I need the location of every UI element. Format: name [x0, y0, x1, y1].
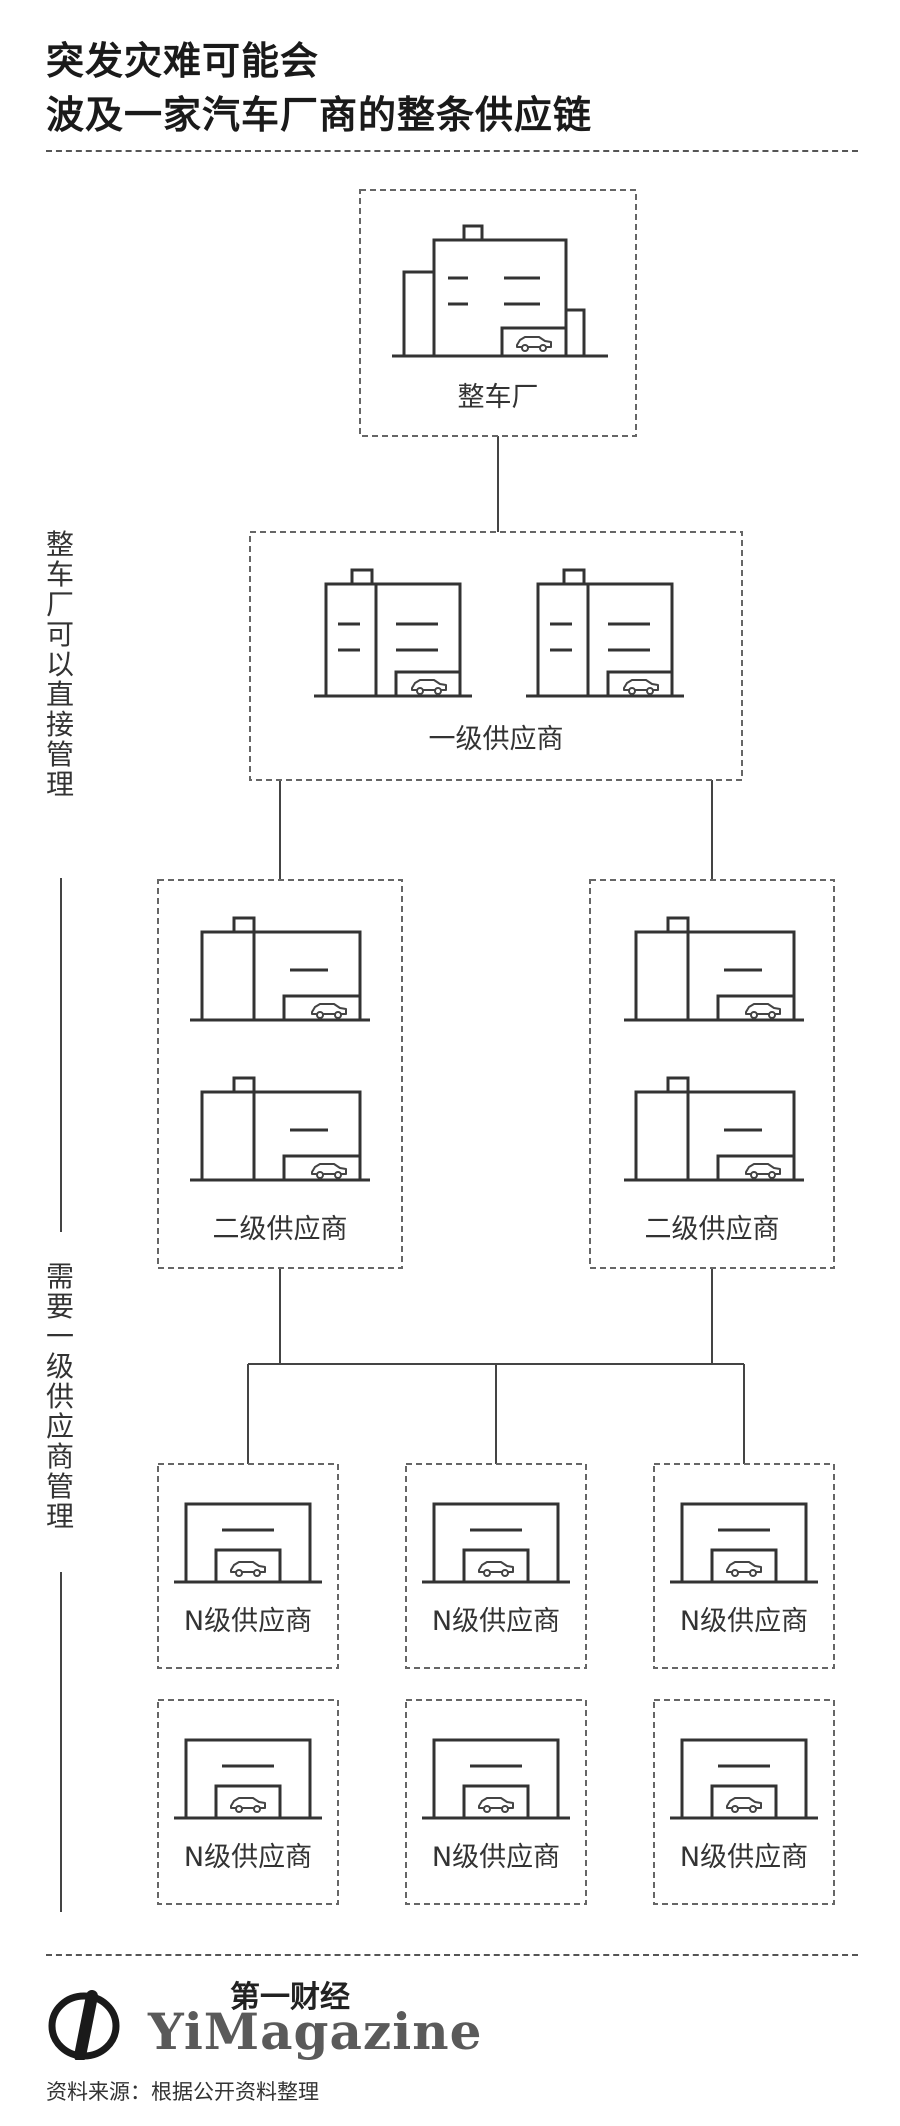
car-icon: [516, 336, 552, 352]
car-icon: [745, 1003, 781, 1019]
tierN-box-border: [653, 1463, 835, 1669]
tier2-right-box-border: [589, 879, 835, 1269]
tierN-node-4: [157, 1699, 339, 1905]
tierN-box-border: [653, 1699, 835, 1905]
factory-icon: [624, 916, 804, 1022]
tierN-label-4: N级供应商: [184, 1842, 312, 1873]
warehouse-icon: [422, 1502, 570, 1584]
factory-icon: [190, 1076, 370, 1182]
tierN-node-1: [157, 1463, 339, 1669]
car-icon: [478, 1561, 514, 1577]
warehouse-icon: [670, 1738, 818, 1820]
car-icon: [726, 1561, 762, 1577]
tierN-node-6: [653, 1699, 835, 1905]
side-label-indirect: 需要一级供应商管理: [45, 1260, 74, 1533]
tierN-label-1: N级供应商: [184, 1606, 312, 1637]
tierN-label-6: N级供应商: [680, 1842, 808, 1873]
brand-english: YiMagazine: [148, 2002, 483, 2061]
oem-box-border: [359, 189, 637, 437]
tier2-right-label: 二级供应商: [645, 1214, 780, 1245]
tier2-left-node: [157, 879, 403, 1269]
tierN-label-3: N级供应商: [680, 1606, 808, 1637]
factory-icon: [392, 224, 608, 358]
tierN-node-5: [405, 1699, 587, 1905]
factory-icon: [624, 1076, 804, 1182]
car-icon: [745, 1163, 781, 1179]
connector-lines: [247, 436, 745, 1464]
tierN-box-border: [157, 1699, 339, 1905]
oem-node: [359, 189, 637, 437]
tierN-box-border: [405, 1463, 587, 1669]
source-note: 资料来源：根据公开资料整理: [46, 2080, 319, 2104]
tier2-right-node: [589, 879, 835, 1269]
tierN-label-2: N级供应商: [432, 1606, 560, 1637]
warehouse-icon: [174, 1502, 322, 1584]
tier1-node: [249, 531, 743, 781]
tierN-box-border: [157, 1463, 339, 1669]
supply-chain-diagram: 整车厂 一级供应商 二级供应商 二级供应商 N级供应商 N级供应商 N级供应商 …: [157, 189, 835, 1905]
title-line-1: 突发灾难可能会: [46, 39, 320, 83]
factory-icon: [526, 568, 684, 698]
warehouse-icon: [670, 1502, 818, 1584]
side-label-direct: 整车厂可以直接管理: [45, 528, 74, 801]
tier1-label: 一级供应商: [429, 724, 564, 755]
title-line-2: 波及一家汽车厂商的整条供应链: [46, 93, 593, 137]
car-icon: [311, 1163, 347, 1179]
car-icon: [311, 1003, 347, 1019]
side-bracket-line-upper: [60, 878, 62, 1232]
tier1-box-border: [249, 531, 743, 781]
side-bracket-line-lower: [60, 1572, 62, 1912]
tier2-left-label: 二级供应商: [213, 1214, 348, 1245]
factory-icon: [190, 916, 370, 1022]
car-icon: [411, 679, 447, 695]
car-icon: [623, 679, 659, 695]
yicai-logo-icon: [48, 1990, 120, 2060]
tier2-left-box-border: [157, 879, 403, 1269]
tierN-label-5: N级供应商: [432, 1842, 560, 1873]
car-icon: [230, 1797, 266, 1813]
warehouse-icon: [174, 1738, 322, 1820]
oem-label: 整车厂: [458, 382, 539, 413]
car-icon: [726, 1797, 762, 1813]
bottom-divider: [46, 1954, 858, 1956]
brand-chinese: 第一财经: [230, 1980, 350, 2015]
car-icon: [478, 1797, 514, 1813]
top-divider: [46, 150, 858, 152]
tierN-box-border: [405, 1699, 587, 1905]
tierN-node-3: [653, 1463, 835, 1669]
warehouse-icon: [422, 1738, 570, 1820]
car-icon: [230, 1561, 266, 1577]
tierN-node-2: [405, 1463, 587, 1669]
factory-icon: [314, 568, 472, 698]
